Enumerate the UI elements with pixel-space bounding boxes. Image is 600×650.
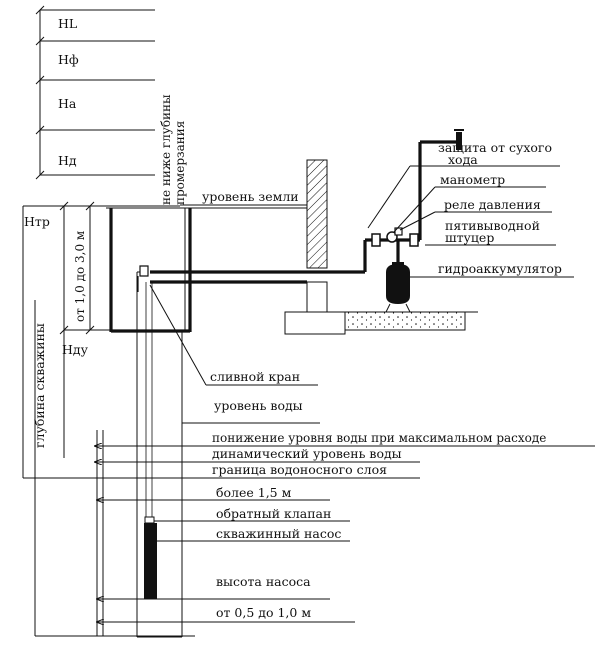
label-hd: Нд — [58, 153, 77, 168]
label-aquifer-boundary: граница водоносного слоя — [212, 462, 387, 477]
label-htr: Нтр — [24, 214, 50, 229]
label-fitting-1: пятивыводной — [445, 218, 540, 233]
label-well-depth: глубина скважины — [32, 323, 47, 448]
label-bottom-gap: от 0,5 до 1,0 м — [216, 605, 311, 620]
label-drawdown: понижение уровня воды при максимальном р… — [212, 431, 546, 445]
label-hdu: Нду — [62, 342, 89, 357]
label-more-than: более 1,5 м — [216, 485, 292, 500]
accumulator-tank — [385, 262, 411, 313]
level-scale — [22, 5, 420, 637]
label-frost-line-2: промерзания — [173, 121, 187, 205]
label-pump-height: высота насоса — [216, 574, 311, 589]
drain-valve-icon — [139, 265, 149, 277]
label-pressure-switch: реле давления — [444, 197, 541, 212]
label-hf: Нф — [58, 52, 79, 67]
well-casing — [136, 265, 183, 638]
label-dry-run-2: хода — [448, 152, 478, 167]
label-drain-valve: сливной кран — [210, 369, 300, 384]
label-ground-level: уровень земли — [202, 189, 299, 204]
label-fitting-2: штуцер — [445, 230, 494, 245]
label-check-valve: обратный клапан — [216, 506, 331, 521]
label-hl: HL — [58, 16, 77, 31]
label-manometer: манометр — [440, 172, 505, 187]
label-dry-run-1: защита от сухого — [438, 140, 552, 155]
house-wall — [284, 159, 478, 335]
pump-body — [144, 523, 157, 599]
level-labels: HL Нф На Нд Нтр Нду глубина скважины от … — [24, 16, 187, 448]
label-accumulator: гидроаккумулятор — [438, 261, 562, 276]
label-dynamic-level: динамический уровень воды — [212, 446, 402, 461]
callout-labels: уровень земли защита от сухого хода мано… — [202, 140, 562, 620]
caisson — [106, 207, 307, 333]
label-depth-range: от 1,0 до 3,0 м — [73, 231, 87, 322]
label-water-level: уровень воды — [214, 398, 303, 413]
callout-lines — [95, 165, 595, 636]
five-way-fitting — [371, 227, 419, 247]
label-well-pump: скважинный насос — [216, 526, 341, 541]
label-ha: На — [58, 96, 77, 111]
label-frost-line-1: не ниже глубины — [159, 94, 173, 205]
